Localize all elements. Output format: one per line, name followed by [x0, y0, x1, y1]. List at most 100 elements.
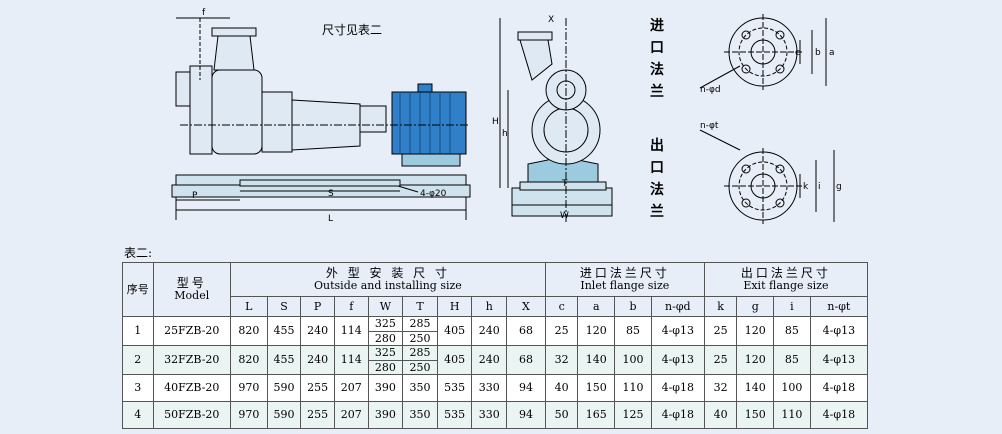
cell-T-lower: 250	[409, 360, 431, 374]
cell-S: 590	[266, 374, 302, 403]
col-nd: n-φd	[650, 296, 705, 317]
cell-L: 820	[230, 345, 268, 376]
col-i: i	[773, 296, 811, 317]
dim-i: i	[818, 182, 821, 192]
cell-no: 1	[122, 315, 154, 347]
col-b: b	[614, 296, 652, 317]
col-T: T	[402, 296, 438, 317]
dim-f: f	[202, 8, 206, 18]
dim-nt: n-φt	[700, 121, 719, 131]
col-nt: n-φt	[809, 296, 869, 317]
drawing-note: 尺寸见表二	[322, 23, 382, 37]
svg-text:出: 出	[650, 137, 664, 154]
outlet-flange-title: 出 口 法 兰	[650, 137, 664, 220]
cell-L: 820	[230, 315, 268, 347]
header-model-en: Model	[174, 289, 210, 303]
cell-b: 125	[614, 401, 652, 430]
cell-h: 330	[471, 374, 508, 403]
cell-no: 4	[122, 401, 154, 430]
cell-W-upper: 325	[368, 317, 403, 332]
cell-i: 100	[773, 374, 811, 403]
header-inlet: 进口法兰尺寸 Inlet flange size	[544, 262, 705, 297]
svg-text:法: 法	[650, 181, 664, 198]
dim-g: g	[836, 182, 842, 192]
dim-S: S	[328, 189, 334, 199]
dim-W: W	[560, 211, 569, 221]
svg-text:口: 口	[650, 160, 664, 176]
cell-b: 85	[614, 315, 652, 347]
cell-P: 240	[300, 315, 335, 347]
cell-k: 25	[703, 345, 738, 376]
cell-nd: 4-φ18	[650, 401, 705, 430]
svg-text:兰: 兰	[650, 83, 664, 100]
cell-i: 85	[773, 315, 811, 347]
col-W: W	[367, 296, 404, 317]
cell-X: 68	[506, 315, 546, 347]
pump-installation-drawing: f 尺寸见表二 P S L 4-φ20 X H h T W 进 口 法 兰 出 …	[171, 8, 842, 224]
table-row: 4 50FZB-20 970 590 255 207 390 350 535 3…	[122, 401, 869, 430]
cell-W: 390	[367, 401, 404, 430]
cell-model: 25FZB-20	[152, 315, 232, 347]
cell-X: 68	[506, 345, 546, 376]
cell-S: 455	[266, 315, 302, 347]
cell-a: 150	[577, 374, 616, 403]
cell-g: 120	[736, 315, 775, 347]
cell-no: 2	[122, 345, 154, 376]
inlet-flange	[699, 14, 827, 90]
cell-model: 32FZB-20	[152, 345, 232, 376]
cell-k: 32	[703, 374, 738, 403]
cell-no: 3	[122, 374, 154, 403]
cell-k: 40	[703, 401, 738, 430]
table-caption: 表二:	[124, 246, 153, 260]
cell-L: 970	[230, 401, 268, 430]
cell-P: 255	[300, 374, 335, 403]
header-row-group: 序号 型号 Model 外 型 安 装 尺 寸 Outside and inst…	[122, 262, 869, 317]
cell-a: 165	[577, 401, 616, 430]
cell-c: 25	[544, 315, 579, 347]
header-exit: 出口法兰尺寸 Exit flange size	[703, 262, 869, 297]
dim-H: H	[492, 117, 499, 127]
header-exit-en: Exit flange size	[743, 279, 829, 293]
header-inlet-en: Inlet flange size	[580, 279, 670, 293]
col-P: P	[300, 296, 335, 317]
end-view	[499, 18, 613, 222]
col-a: a	[577, 296, 616, 317]
col-c: c	[544, 296, 579, 317]
header-outside: 外 型 安 装 尺 寸 Outside and installing size	[230, 262, 546, 297]
cell-f: 114	[333, 315, 369, 347]
col-h: h	[471, 296, 508, 317]
outlet-flange	[699, 129, 835, 224]
cell-T: 350	[402, 401, 438, 430]
cell-h: 240	[471, 315, 508, 347]
col-H: H	[436, 296, 473, 317]
dim-b: b	[815, 48, 821, 58]
header-outside-en: Outside and installing size	[314, 279, 462, 293]
header-columns: L S P f W T H h X c a b n-φd k g i n-φt	[122, 296, 869, 317]
dim-X: X	[548, 15, 554, 25]
header-model-cn: 型号	[176, 276, 207, 291]
col-k: k	[703, 296, 738, 317]
cell-b: 100	[614, 345, 652, 376]
header-model: 型号 Model	[152, 262, 232, 317]
cell-g: 140	[736, 374, 775, 403]
cell-T: 350	[402, 374, 438, 403]
header-outside-cn: 外 型 安 装 尺 寸	[325, 266, 450, 281]
header-exit-cn: 出口法兰尺寸	[740, 266, 831, 281]
cell-nt: 4-φ13	[809, 315, 869, 347]
cell-i: 85	[773, 345, 811, 376]
svg-text:法: 法	[650, 61, 664, 78]
side-view	[171, 17, 471, 220]
cell-a: 140	[577, 345, 616, 376]
cell-a: 120	[577, 315, 616, 347]
cell-c: 50	[544, 401, 579, 430]
cell-nt: 4-φ18	[809, 374, 869, 403]
cell-i: 110	[773, 401, 811, 430]
cell-f: 207	[333, 401, 369, 430]
col-L: L	[230, 296, 268, 317]
svg-text:口: 口	[650, 40, 664, 56]
cell-S: 455	[266, 345, 302, 376]
cell-L: 970	[230, 374, 268, 403]
